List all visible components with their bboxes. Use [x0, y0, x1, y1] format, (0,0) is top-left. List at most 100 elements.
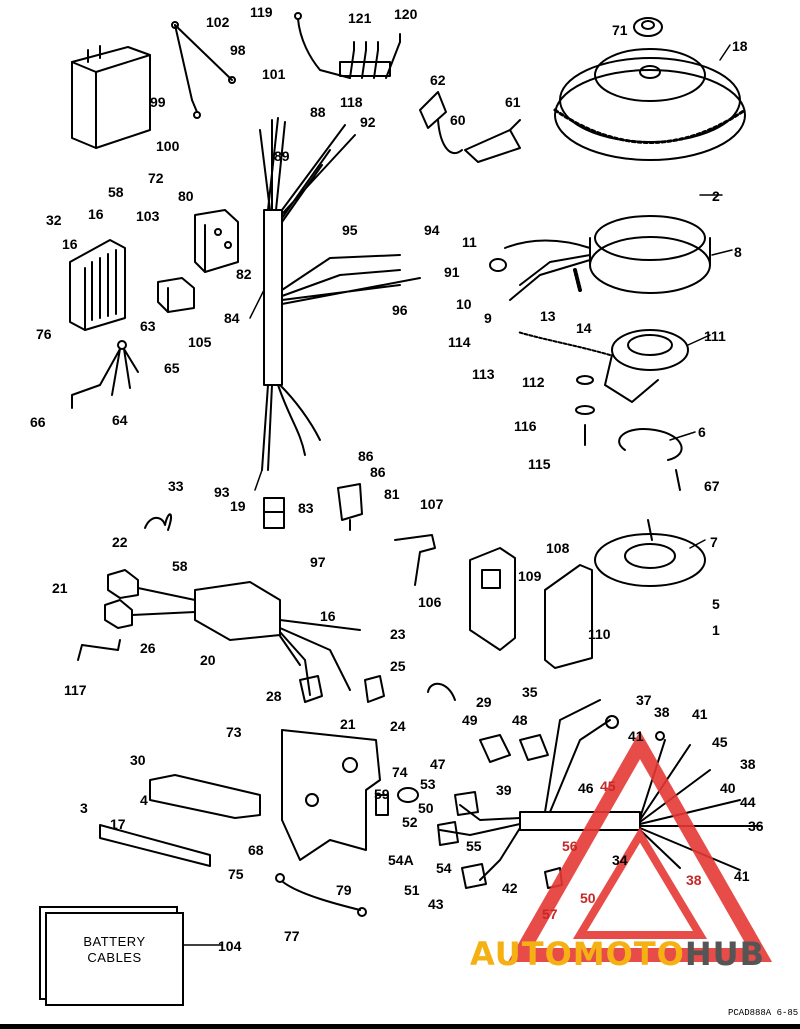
label-23: 23: [390, 626, 406, 642]
ground-lead-98: [171, 21, 236, 119]
relay-105: [157, 277, 195, 313]
rectifier-63: [69, 239, 126, 331]
label-32: 32: [46, 212, 62, 228]
watermark-auto: AUTOMOTO: [470, 935, 685, 973]
label-73: 73: [226, 724, 242, 740]
label-47: 47: [430, 756, 446, 772]
label-1: 1: [712, 622, 720, 638]
label-118: 118: [340, 94, 363, 110]
flywheel-18: [553, 48, 747, 161]
label-24: 24: [390, 718, 406, 734]
label-7: 7: [710, 534, 718, 550]
label-16-low: 16: [320, 608, 336, 624]
label-39: 39: [496, 782, 512, 798]
label-58-mid: 58: [172, 558, 188, 574]
label-18: 18: [732, 38, 748, 54]
label-116: 116: [514, 418, 537, 434]
label-120: 120: [394, 6, 418, 22]
label-64: 64: [112, 412, 128, 428]
label-61: 61: [505, 94, 521, 110]
label-41-low: 41: [734, 868, 750, 884]
battery-line-2: CABLES: [87, 950, 142, 965]
label-38-red: 38: [686, 872, 702, 888]
label-114: 114: [448, 334, 471, 350]
label-57: 57: [542, 906, 558, 922]
label-111: 111: [704, 328, 726, 344]
terminal-block-82: [194, 209, 239, 273]
label-10: 10: [456, 296, 472, 312]
label-75: 75: [228, 866, 244, 882]
label-19: 19: [230, 498, 246, 514]
watermark-hub: HUB: [684, 935, 766, 973]
spring-clip-33: [144, 513, 172, 531]
wire-harness-118: [294, 12, 401, 79]
label-49: 49: [462, 712, 478, 728]
label-3: 3: [80, 800, 88, 816]
power-pack-72: [71, 45, 151, 149]
lead-65: [71, 340, 139, 409]
label-53: 53: [420, 776, 436, 792]
label-102: 102: [206, 14, 230, 30]
label-110: 110: [588, 626, 611, 642]
label-51: 51: [404, 882, 420, 898]
timer-base-111: [517, 329, 689, 446]
label-50-mid: 50: [418, 800, 434, 816]
label-13: 13: [540, 308, 556, 324]
label-35: 35: [522, 684, 538, 700]
terminal-strip-30: [149, 774, 261, 819]
label-91: 91: [444, 264, 460, 280]
spark-plug-leads-60: [419, 91, 521, 163]
mounting-plate-73: [281, 729, 381, 861]
label-74: 74: [392, 764, 408, 780]
label-99: 99: [150, 94, 166, 110]
stator-leads-11: [489, 239, 591, 301]
strip-3: [99, 824, 211, 867]
label-11: 11: [462, 234, 477, 250]
label-16-top: 16: [88, 206, 104, 222]
label-42: 42: [502, 880, 518, 896]
label-72: 72: [148, 170, 164, 186]
module-108: [544, 564, 593, 669]
label-30: 30: [130, 752, 146, 768]
label-21-low: 21: [340, 716, 356, 732]
label-66: 66: [30, 414, 46, 430]
label-93: 93: [214, 484, 230, 500]
label-50-red: 50: [580, 890, 596, 906]
label-81: 81: [384, 486, 400, 502]
label-45-red: 45: [600, 778, 616, 794]
label-55: 55: [466, 838, 482, 854]
label-96: 96: [392, 302, 408, 318]
label-109: 109: [518, 568, 542, 584]
label-25: 25: [390, 658, 406, 674]
label-65: 65: [164, 360, 180, 376]
label-103: 103: [136, 208, 160, 224]
label-63: 63: [140, 318, 156, 334]
label-26-left: 26: [140, 640, 156, 656]
label-77: 77: [284, 928, 300, 944]
label-98: 98: [230, 42, 246, 58]
watermark-logo: AUTOMOTOHUB: [470, 935, 765, 973]
watermark-triangle: [507, 730, 773, 962]
label-67: 67: [704, 478, 720, 494]
label-54a: 54A: [388, 852, 414, 868]
stator-8: [589, 215, 711, 294]
label-119: 119: [250, 4, 273, 20]
connector-81: [337, 483, 363, 531]
label-34: 34: [612, 852, 628, 868]
label-37: 37: [636, 692, 652, 708]
label-113: 113: [472, 366, 495, 382]
label-112: 112: [522, 374, 545, 390]
label-28: 28: [266, 688, 282, 704]
label-76: 76: [36, 326, 52, 342]
footer-code: PCAD888A 6-85: [728, 1008, 799, 1018]
label-21-left: 21: [52, 580, 68, 596]
label-62: 62: [430, 72, 446, 88]
bracket-106: [469, 547, 516, 651]
label-56: 56: [562, 838, 578, 854]
label-40: 40: [720, 780, 736, 796]
label-16-mid: 16: [62, 236, 78, 252]
label-60: 60: [450, 112, 466, 128]
label-71: 71: [612, 22, 628, 38]
label-59: 59: [374, 786, 390, 802]
label-52: 52: [402, 814, 418, 830]
